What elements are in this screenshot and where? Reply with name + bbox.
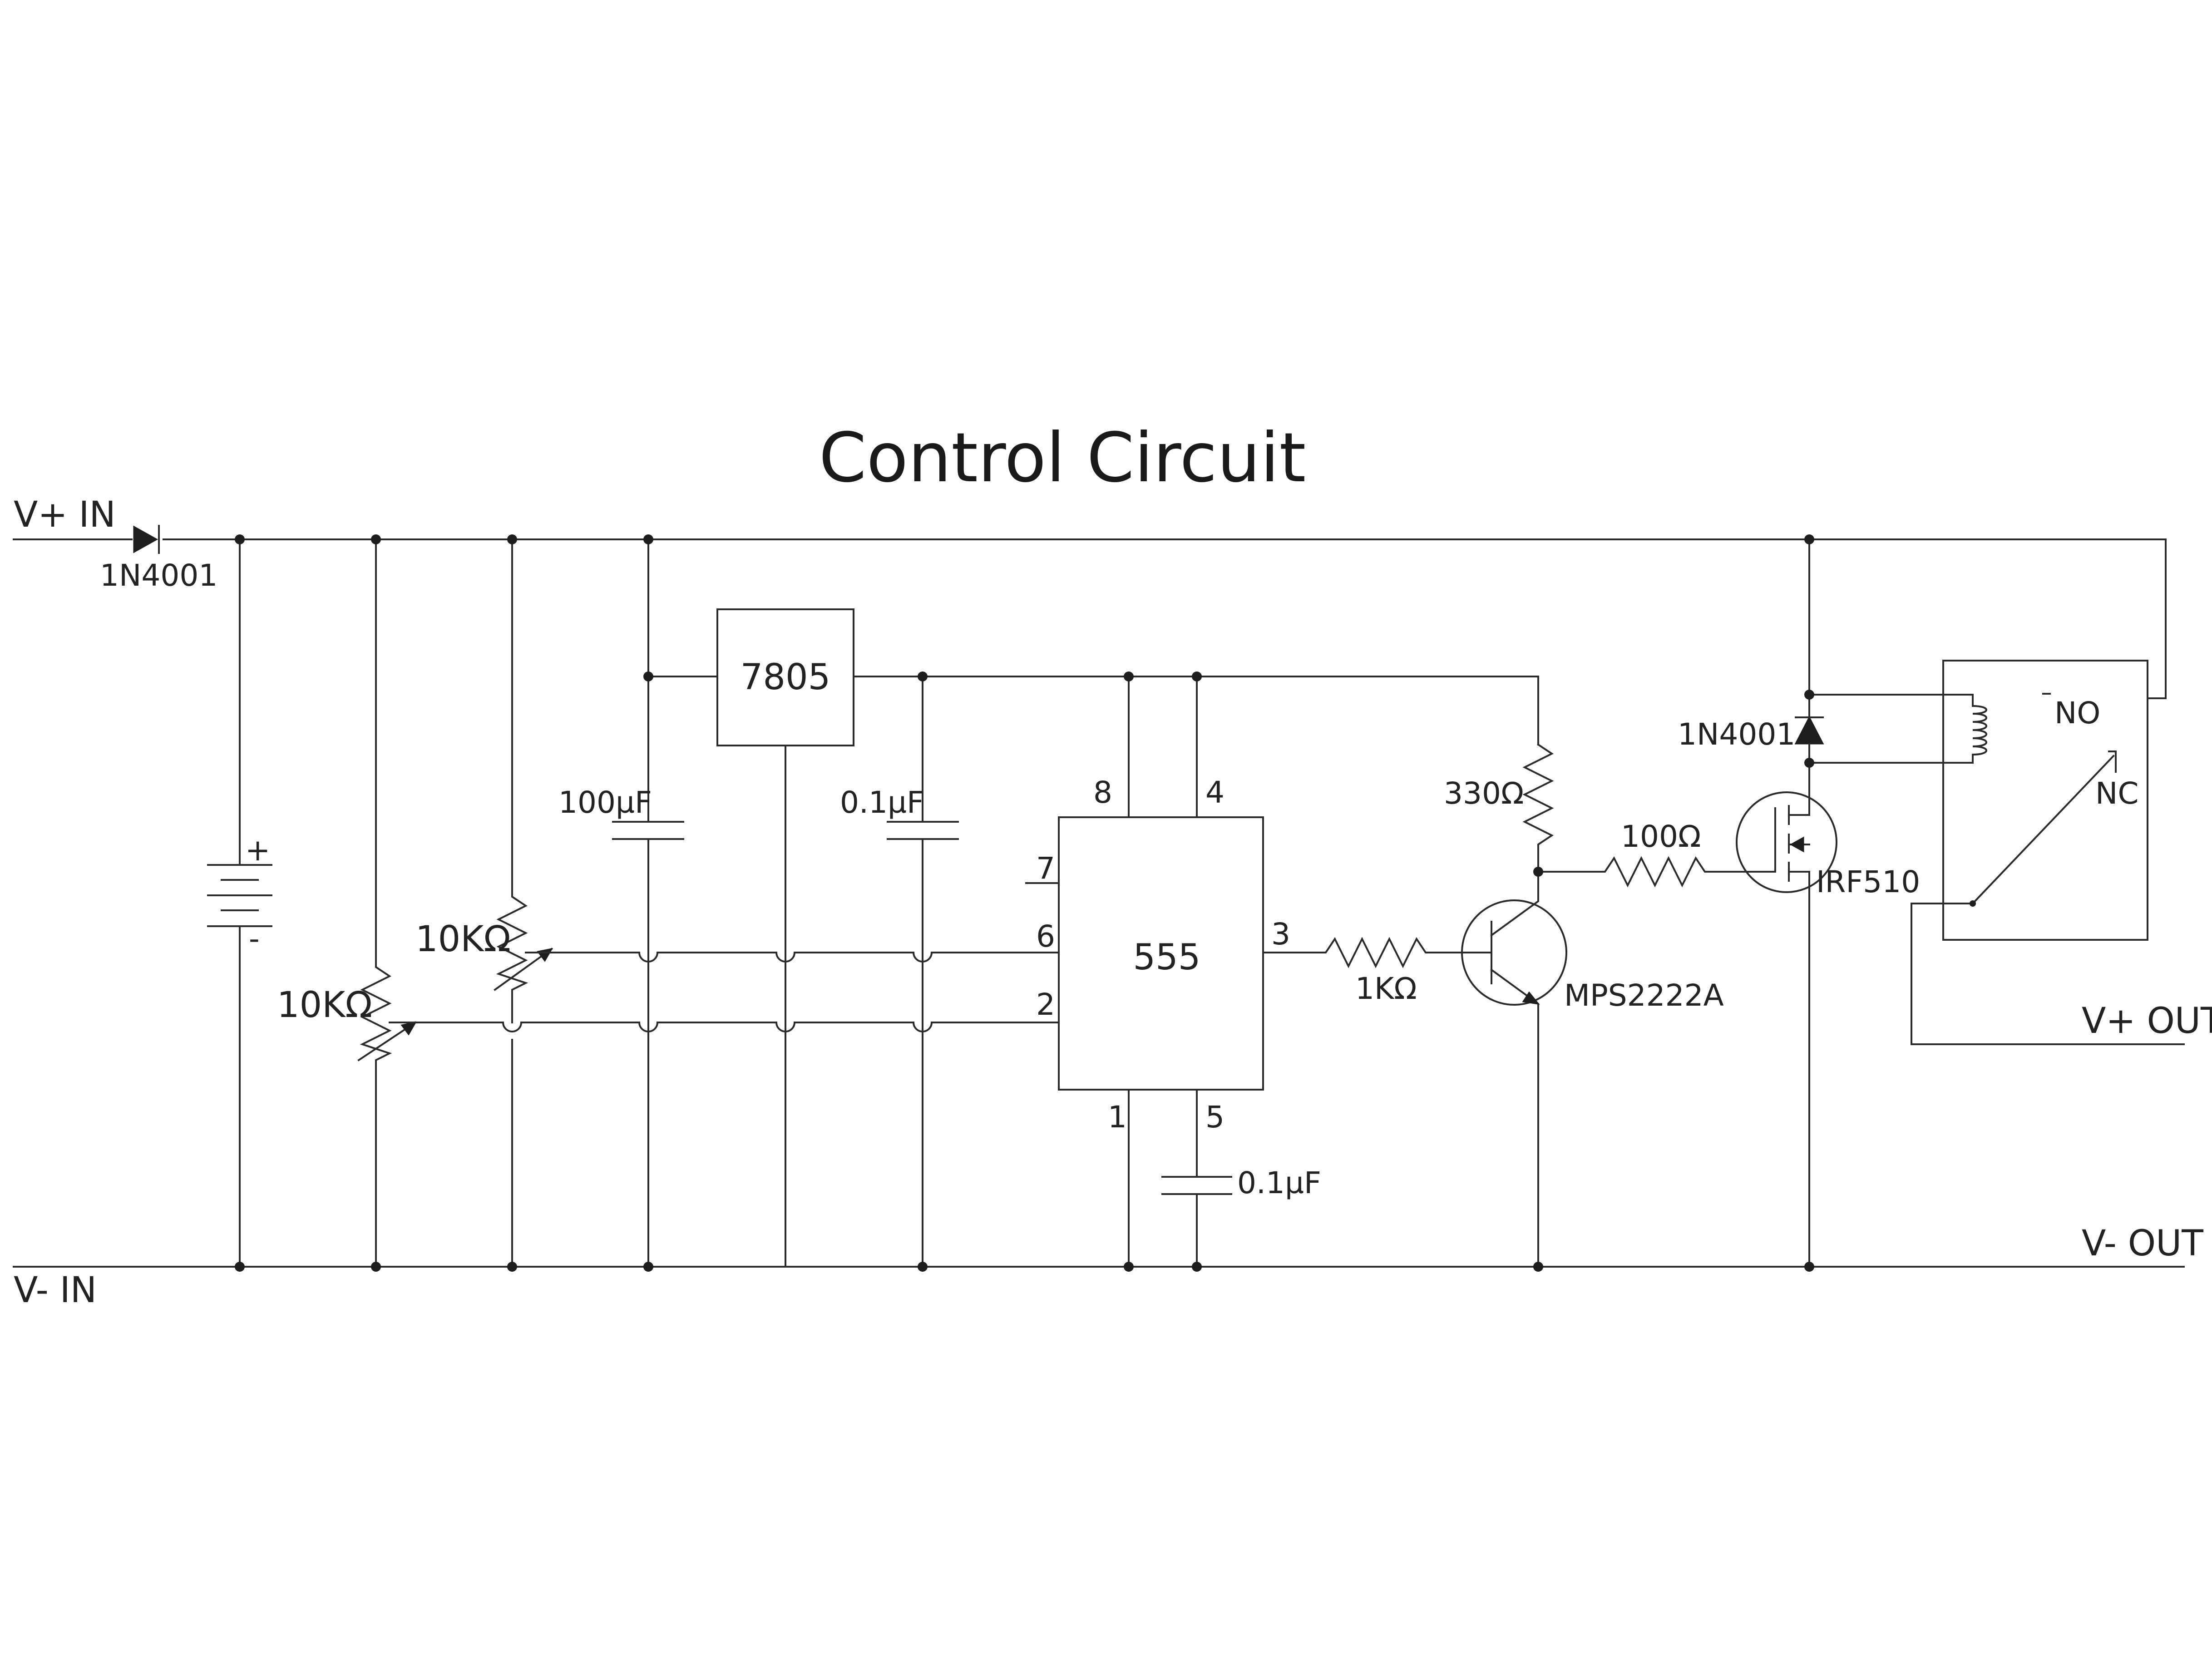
battery	[207, 538, 272, 1268]
mosfet	[1736, 762, 1837, 1268]
regulator-label: 7805	[741, 657, 831, 698]
pin6-label: 6	[1036, 919, 1055, 954]
positive-rail	[13, 538, 2167, 699]
timer-label: 555	[1133, 937, 1201, 978]
capacitor-100uf	[612, 821, 684, 1268]
battery-minus-label: -	[249, 921, 260, 956]
relay-nc-label: NC	[2095, 776, 2138, 811]
vplus-in-label: V+ IN	[14, 494, 116, 535]
capacitor-01uf-regulator	[887, 676, 959, 1268]
transistor-label: MPS2222A	[1564, 978, 1724, 1013]
resistor-100	[1537, 856, 1776, 888]
cap-100uf-label: 100µF	[558, 785, 652, 820]
res-100-label: 100Ω	[1621, 819, 1701, 854]
pin1-label: 1	[1108, 1100, 1127, 1135]
relay-switch	[1911, 693, 2185, 1045]
pin3-label: 3	[1271, 917, 1290, 952]
resistor-1k	[1262, 937, 1467, 968]
pot-left-label: 10KΩ	[277, 985, 372, 1026]
pin8-label: 8	[1093, 775, 1112, 810]
mosfet-label: IRF510	[1816, 864, 1920, 899]
diagram-title: Control Circuit	[819, 419, 1306, 498]
pin7-label: 7	[1036, 851, 1055, 886]
relay-coil	[1808, 694, 1987, 764]
junction-dots	[235, 534, 1814, 1272]
relay	[1942, 660, 2148, 941]
capacitor-01uf-pin5	[1161, 1089, 1232, 1268]
pin2-label: 2	[1036, 987, 1055, 1022]
res-330-label: 330Ω	[1444, 776, 1524, 811]
cap-01uf-reg-label: 0.1µF	[840, 785, 924, 820]
pin2-wire	[389, 1022, 1060, 1032]
wire-5v-rail	[853, 676, 1539, 746]
vplus-out-label: V+ OUT	[2082, 1001, 2212, 1042]
battery-plus-label: +	[245, 833, 270, 868]
potentiometer-left	[357, 538, 417, 1268]
flyback-diode-label: 1N4001	[1678, 717, 1795, 752]
pin4-label: 4	[1205, 775, 1224, 810]
vminus-in-label: V- IN	[14, 1270, 97, 1311]
pin6-wire	[525, 952, 1060, 963]
vminus-out-label: V- OUT	[2082, 1223, 2203, 1264]
cap-01uf-pin5-label: 0.1µF	[1237, 1165, 1321, 1200]
resistor-330	[1522, 743, 1554, 873]
input-diode-label: 1N4001	[100, 558, 217, 593]
input-diode	[133, 525, 160, 554]
res-1k-label: 1KΩ	[1355, 971, 1417, 1006]
flyback-diode	[1794, 538, 1824, 764]
potentiometer-right	[494, 538, 553, 1268]
pot-right-label: 10KΩ	[415, 919, 511, 960]
pin5-label: 5	[1205, 1100, 1224, 1135]
npn-transistor	[1461, 871, 1567, 1268]
relay-no-label: NO	[2054, 696, 2100, 731]
